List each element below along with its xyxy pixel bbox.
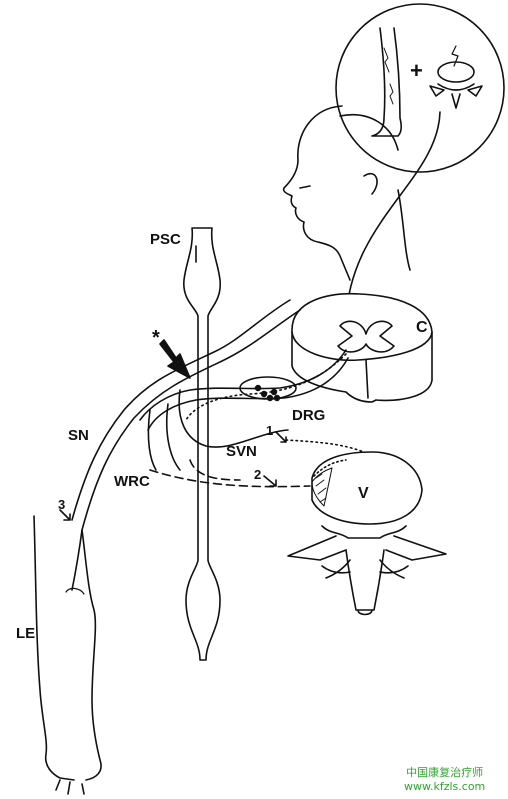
injury-arrow	[159, 339, 191, 379]
label-sn: SN	[68, 427, 89, 444]
spinal-cord-section	[291, 292, 433, 403]
label-c: C	[416, 319, 428, 336]
label-star: *	[152, 327, 160, 349]
lower-extremity	[33, 515, 102, 795]
path-2-dashed	[149, 459, 311, 488]
label-path-3: 3	[58, 497, 66, 512]
watermark-line-2: www.kfzls.com	[404, 779, 486, 793]
vertebra	[287, 451, 447, 616]
label-path-2: 2	[254, 467, 262, 482]
label-svn: SVN	[226, 443, 257, 460]
head-outline	[282, 105, 411, 281]
label-drg: DRG	[292, 407, 326, 424]
label-le: LE	[16, 625, 36, 642]
watermark: 中国康复治疗师 www.kfzls.com	[404, 766, 485, 794]
inset-circle	[335, 3, 505, 321]
label-wrc: WRC	[114, 473, 150, 490]
label-plus: +	[410, 58, 423, 83]
dorsal-root-ganglion	[239, 376, 297, 402]
label-psc: PSC	[150, 231, 181, 248]
label-path-1: 1	[266, 423, 274, 438]
somatic-nerve-paths	[71, 299, 349, 591]
label-v: V	[358, 485, 369, 502]
path-arrows	[59, 431, 287, 521]
watermark-line-1: 中国康复治疗师	[406, 766, 484, 779]
